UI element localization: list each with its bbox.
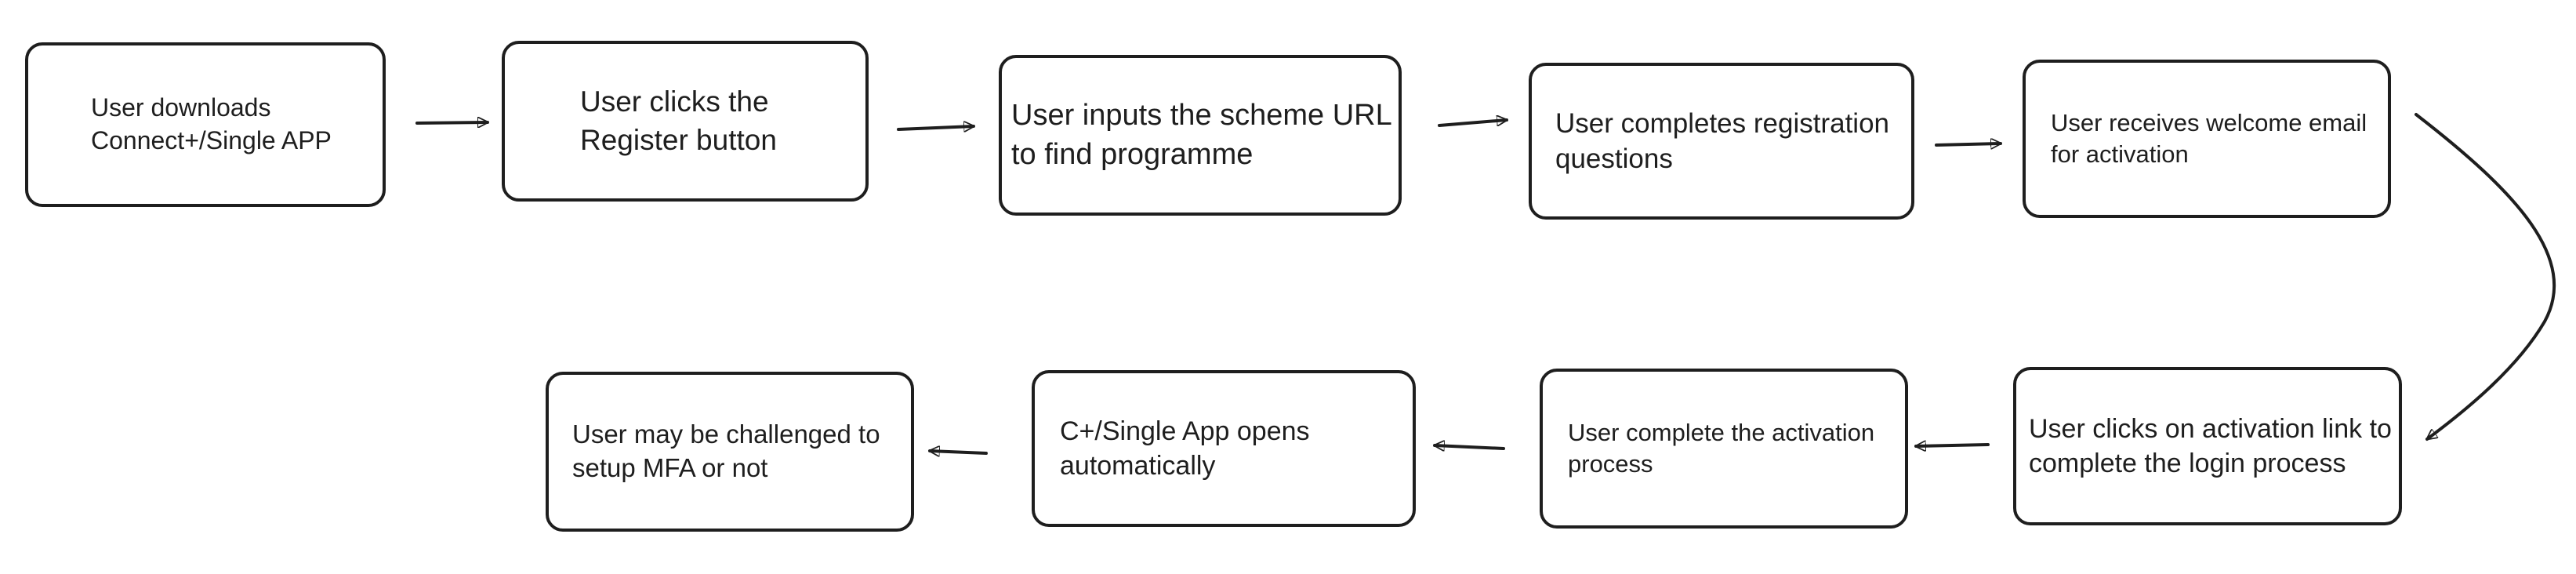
step-input-scheme-url-label: User inputs the scheme URL to find progr…	[1011, 99, 1392, 171]
arrow-6-to-7	[1914, 445, 1990, 446]
arrow-2-to-3	[897, 126, 975, 129]
step-complete-activation-label: User complete the activation process	[1568, 418, 1875, 478]
step-complete-activation: User complete the activation process	[1540, 369, 1908, 529]
arrow-7-to-8	[1433, 445, 1505, 449]
step-receive-welcome-email-label: User receives welcome email for activati…	[2051, 108, 2367, 168]
arrow-5-to-6	[2415, 113, 2556, 441]
step-app-opens-label: C+/Single App opens automatically	[1060, 416, 1310, 481]
arrow-1-to-2	[415, 122, 489, 123]
step-complete-registration: User completes registration questions	[1529, 63, 1914, 220]
arrow-8-to-9	[928, 451, 988, 453]
step-app-opens: C+/Single App opens automatically	[1032, 370, 1416, 527]
step-click-activation-link-label: User clicks on activation link to comple…	[2029, 413, 2392, 478]
arrow-3-to-4	[1438, 120, 1508, 127]
step-input-scheme-url: User inputs the scheme URL to find progr…	[999, 55, 1402, 216]
step-click-activation-link: User clicks on activation link to comple…	[2013, 367, 2402, 525]
step-click-register: User clicks the Register button	[502, 41, 869, 202]
step-download-app: User downloads Connect+/Single APP	[25, 42, 386, 207]
step-receive-welcome-email: User receives welcome email for activati…	[2023, 60, 2391, 218]
step-mfa-challenge: User may be challenged to setup MFA or n…	[546, 372, 914, 532]
arrow-4-to-5	[1935, 144, 2002, 145]
step-download-app-label: User downloads Connect+/Single APP	[91, 93, 332, 154]
step-mfa-challenge-label: User may be challenged to setup MFA or n…	[572, 420, 880, 482]
step-click-register-label: User clicks the Register button	[580, 85, 777, 156]
step-complete-registration-label: User completes registration questions	[1555, 107, 1889, 175]
